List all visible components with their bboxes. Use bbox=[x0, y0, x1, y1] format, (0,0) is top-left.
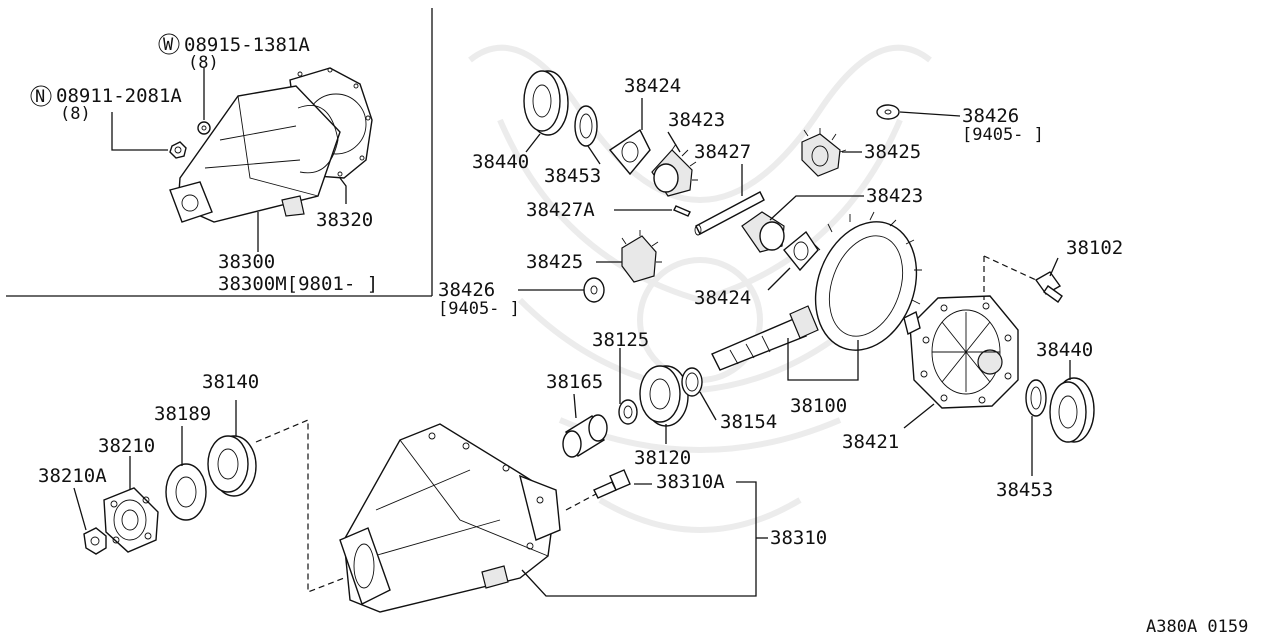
spacer-38165 bbox=[562, 414, 608, 458]
label-08911-2081a: 08911-2081A bbox=[56, 85, 182, 107]
diagram-code: A380A 0159 bbox=[1146, 617, 1248, 637]
diff-case-38421 bbox=[903, 295, 1019, 409]
pinion-gear-38423-upper bbox=[651, 143, 698, 197]
label-38165: 38165 bbox=[546, 371, 603, 393]
label-38425-upper: 38425 bbox=[864, 141, 921, 163]
label-38426-lower: 38426 bbox=[438, 279, 495, 301]
side-gear-38425-lower bbox=[621, 230, 662, 283]
label-38120: 38120 bbox=[634, 447, 691, 469]
label-38210a: 38210A bbox=[38, 465, 107, 487]
bolt-38310a bbox=[593, 469, 631, 499]
label-38300m: 38300M[9801- ] bbox=[218, 273, 378, 295]
differential-assembly-38300 bbox=[169, 67, 373, 223]
label-38453-bottom: 38453 bbox=[996, 479, 1053, 501]
label-38310a: 38310A bbox=[656, 471, 725, 493]
oil-seal-38189 bbox=[165, 463, 207, 521]
thrust-washer-38426-upper bbox=[876, 104, 900, 120]
companion-flange-38210 bbox=[103, 487, 159, 553]
label-38310: 38310 bbox=[770, 527, 827, 549]
bolt-38102 bbox=[1034, 271, 1063, 303]
pinion-gear-38423-lower bbox=[741, 211, 785, 253]
label-38426-upper: 38426 bbox=[962, 105, 1019, 127]
label-38423-upper: 38423 bbox=[668, 109, 725, 131]
label-38210: 38210 bbox=[98, 435, 155, 457]
lock-pin-38427a bbox=[673, 205, 691, 217]
dash-bolt-38310a bbox=[565, 493, 597, 511]
label-38440-left: 38440 bbox=[472, 151, 529, 173]
carrier-38310 bbox=[339, 423, 561, 613]
leader-lines bbox=[73, 98, 1071, 597]
label-38421: 38421 bbox=[842, 431, 899, 453]
thrust-washer-38424-lower bbox=[783, 230, 819, 272]
shim-38453-top bbox=[574, 105, 598, 147]
bearing-38440-right bbox=[1049, 377, 1095, 443]
label-38425-lower: 38425 bbox=[526, 251, 583, 273]
n-mark: N bbox=[35, 87, 45, 107]
label-38140: 38140 bbox=[202, 371, 259, 393]
label-38453-top: 38453 bbox=[544, 165, 601, 187]
thrust-washer-38426-lower bbox=[583, 277, 605, 303]
label-38125: 38125 bbox=[592, 329, 649, 351]
label-38154: 38154 bbox=[720, 411, 777, 433]
label-38189: 38189 bbox=[154, 403, 211, 425]
shim-38453-bottom bbox=[1025, 379, 1047, 417]
label-38424-upper: 38424 bbox=[624, 75, 681, 97]
label-38300: 38300 bbox=[218, 251, 275, 273]
label-38423-lower: 38423 bbox=[866, 185, 923, 207]
label-38426-upper-range: [9405- ] bbox=[962, 125, 1044, 145]
ring-gear-pinion-38100 bbox=[711, 211, 922, 371]
n-mark-circle bbox=[30, 85, 52, 107]
dash-bolt-b bbox=[983, 255, 1037, 281]
bearing-38440-left bbox=[523, 70, 569, 136]
w-mark: W bbox=[163, 35, 174, 55]
w-mark-circle bbox=[158, 33, 180, 55]
side-gear-38425-upper bbox=[801, 128, 847, 177]
label-38426-lower-range: [9405- ] bbox=[438, 299, 520, 319]
washer-08915 bbox=[197, 121, 211, 135]
washer-38125 bbox=[618, 399, 638, 425]
label-38320: 38320 bbox=[316, 209, 373, 231]
label-38427a: 38427A bbox=[526, 199, 595, 221]
label-qty-8b: (8) bbox=[60, 104, 91, 124]
label-38427: 38427 bbox=[694, 141, 751, 163]
bearing-38140 bbox=[207, 435, 257, 497]
label-38424-lower: 38424 bbox=[694, 287, 751, 309]
label-qty-8a: (8) bbox=[188, 53, 219, 73]
thrust-washer-38424-upper bbox=[608, 128, 651, 176]
label-38440-right: 38440 bbox=[1036, 339, 1093, 361]
label-38102: 38102 bbox=[1066, 237, 1123, 259]
bearing-38120 bbox=[639, 365, 689, 427]
pinion-shaft-38427 bbox=[694, 191, 765, 236]
dash-pinion-axis bbox=[255, 419, 345, 593]
label-38100: 38100 bbox=[790, 395, 847, 417]
nut-38210a bbox=[83, 527, 107, 555]
nut-08911 bbox=[169, 141, 187, 159]
label-08915-1381a: 08915-1381A bbox=[184, 34, 310, 56]
shim-38154 bbox=[681, 367, 703, 397]
